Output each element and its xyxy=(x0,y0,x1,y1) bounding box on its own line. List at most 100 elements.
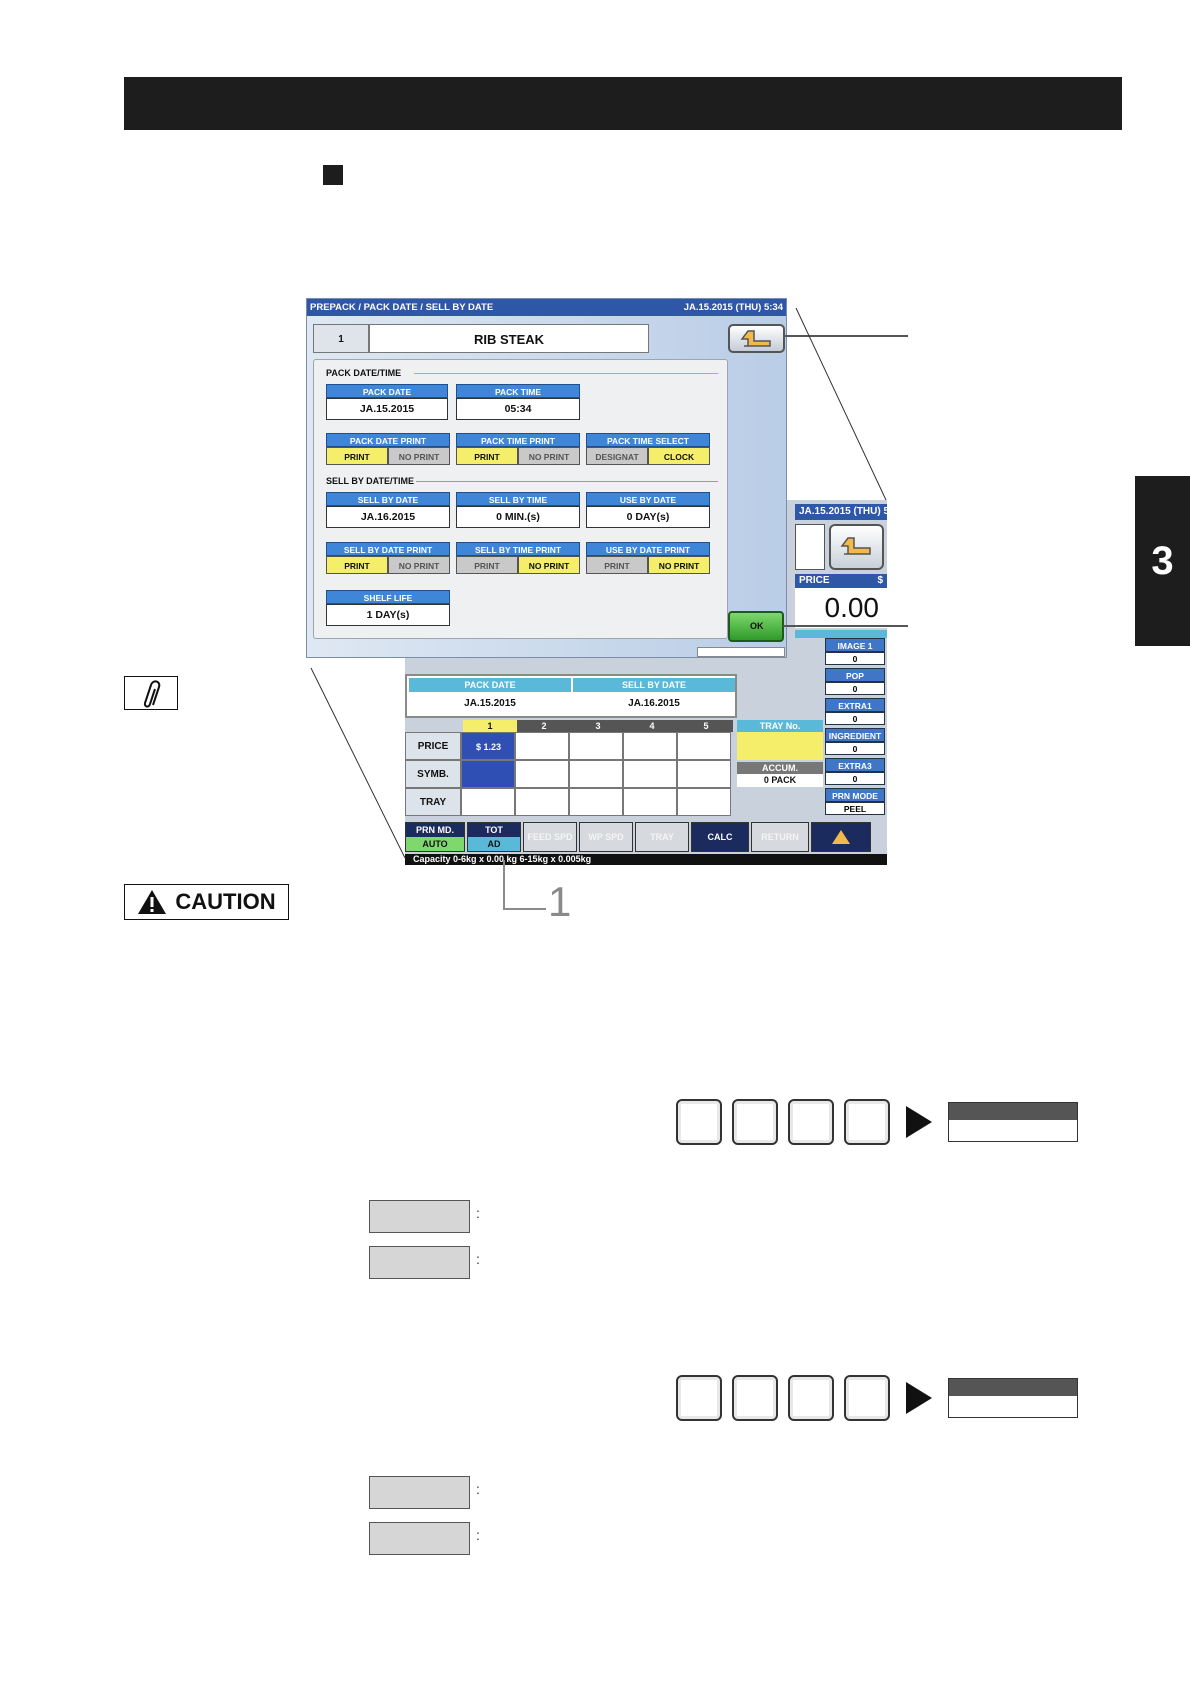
sell-by-date-no-print-option[interactable]: NO PRINT xyxy=(388,556,450,574)
key xyxy=(732,1375,778,1421)
main-pack-date-label: PACK DATE xyxy=(409,678,571,692)
key xyxy=(732,1099,778,1145)
grid-cell[interactable] xyxy=(677,788,731,816)
tray-button[interactable]: TRAY xyxy=(635,822,689,852)
side-button-image1[interactable]: IMAGE 1 0 xyxy=(825,638,885,665)
sell-by-time-print-option[interactable]: PRINT xyxy=(456,556,518,574)
sell-by-date-field[interactable]: SELL BY DATE JA.16.2015 xyxy=(326,492,450,528)
prn-md-button[interactable]: PRN MD. AUTO xyxy=(405,822,465,852)
designat-option[interactable]: DESIGNAT xyxy=(586,447,648,465)
calc-button[interactable]: CALC xyxy=(691,822,749,852)
main-sell-by-date-value[interactable]: JA.16.2015 xyxy=(573,692,735,716)
header-bar xyxy=(124,77,1122,130)
grid-cell[interactable] xyxy=(623,788,677,816)
pack-date-field[interactable]: PACK DATE JA.15.2015 xyxy=(326,384,448,420)
pack-time-print-option[interactable]: PRINT xyxy=(456,447,518,465)
grid-cell[interactable] xyxy=(569,788,623,816)
pack-time-field[interactable]: PACK TIME 05:34 xyxy=(456,384,580,420)
grid-cell[interactable] xyxy=(569,732,623,760)
colon: : xyxy=(476,1251,480,1267)
tot-button[interactable]: TOT AD xyxy=(467,822,521,852)
key-sequence-1 xyxy=(676,1099,1078,1145)
dialog-datetime: JA.15.2015 (THU) 5:34 xyxy=(683,302,783,313)
side-button-pop[interactable]: POP 0 xyxy=(825,668,885,695)
return-button[interactable]: RETURN xyxy=(751,822,809,852)
arrow-right-icon xyxy=(906,1106,932,1138)
section-divider-green xyxy=(416,481,718,482)
grid-cell[interactable] xyxy=(461,788,515,816)
sell-by-time-label: SELL BY TIME xyxy=(456,492,580,506)
option-chip xyxy=(369,1522,470,1555)
side-button-ingredient[interactable]: INGREDIENT 0 xyxy=(825,728,885,755)
use-by-date-label: USE BY DATE xyxy=(586,492,710,506)
pack-date-print-option[interactable]: PRINT xyxy=(326,447,388,465)
grid-column-header: 1 xyxy=(463,720,517,732)
grid-cell[interactable] xyxy=(515,760,569,788)
square-bullet-icon xyxy=(323,165,343,185)
main-price-label: PRICE xyxy=(799,575,830,586)
grid-cell[interactable] xyxy=(515,732,569,760)
grid-cell[interactable] xyxy=(677,732,731,760)
sell-by-time-print-toggle: SELL BY TIME PRINT PRINT NO PRINT xyxy=(456,542,580,574)
side-button-extra3[interactable]: EXTRA3 0 xyxy=(825,758,885,785)
sell-by-time-no-print-option[interactable]: NO PRINT xyxy=(518,556,580,574)
feed-spd-button[interactable]: FEED SPD xyxy=(523,822,577,852)
sell-by-time-field[interactable]: SELL BY TIME 0 MIN.(s) xyxy=(456,492,580,528)
zoom-line-top xyxy=(795,307,887,501)
pack-date-no-print-option[interactable]: NO PRINT xyxy=(388,447,450,465)
main-back-button[interactable] xyxy=(829,524,884,570)
chapter-tab: 3 xyxy=(1135,476,1190,646)
side-button-label: INGREDIENT xyxy=(825,728,885,742)
colon: : xyxy=(476,1481,480,1497)
grid-cell[interactable] xyxy=(623,760,677,788)
side-button-value: 0 xyxy=(825,772,885,785)
result-box xyxy=(948,1378,1078,1418)
use-by-date-field[interactable]: USE BY DATE 0 DAY(s) xyxy=(586,492,710,528)
sell-by-date-print-label: SELL BY DATE PRINT xyxy=(326,542,450,556)
main-pack-date-value[interactable]: JA.15.2015 xyxy=(409,692,571,716)
option-chip xyxy=(369,1246,470,1279)
main-price-header: PRICE $ xyxy=(795,574,887,588)
grid-cell[interactable] xyxy=(515,788,569,816)
tray-no-value[interactable] xyxy=(737,732,823,760)
grid-cell[interactable] xyxy=(461,760,515,788)
sell-by-date-print-option[interactable]: PRINT xyxy=(326,556,388,574)
use-by-date-print-option[interactable]: PRINT xyxy=(586,556,648,574)
section-divider-orange xyxy=(414,373,718,374)
prn-md-value: AUTO xyxy=(406,837,464,851)
use-by-date-value: 0 DAY(s) xyxy=(586,506,710,528)
pack-date-label: PACK DATE xyxy=(326,384,448,398)
caution-box: CAUTION xyxy=(124,884,289,920)
grid-cell[interactable]: $ 1.23 xyxy=(461,732,515,760)
dialog-back-button[interactable] xyxy=(728,324,785,353)
shelf-life-field[interactable]: SHELF LIFE 1 DAY(s) xyxy=(326,590,450,626)
grid-cell[interactable] xyxy=(623,732,677,760)
pack-time-no-print-option[interactable]: NO PRINT xyxy=(518,447,580,465)
up-button[interactable] xyxy=(811,822,871,852)
callout-number-1: 1 xyxy=(548,878,572,925)
dialog-title: PREPACK / PACK DATE / SELL BY DATE xyxy=(307,299,786,316)
tray-no-label: TRAY No. xyxy=(737,720,823,732)
main-price-value: 0.00 xyxy=(795,588,887,628)
item-number: 1 xyxy=(313,324,369,353)
ok-button[interactable]: OK xyxy=(728,611,784,642)
pack-date-dialog: PREPACK / PACK DATE / SELL BY DATE JA.15… xyxy=(306,298,787,658)
wp-spd-button[interactable]: WP SPD xyxy=(579,822,633,852)
pack-time-select-label: PACK TIME SELECT xyxy=(586,433,710,447)
clock-option[interactable]: CLOCK xyxy=(648,447,710,465)
pack-time-value: 05:34 xyxy=(456,398,580,420)
grid-cell[interactable] xyxy=(677,760,731,788)
section-title-pack: PACK DATE/TIME xyxy=(326,368,402,378)
main-datetime: JA.15.2015 (THU) 5:33 xyxy=(795,504,887,520)
side-button-column: IMAGE 1 0 POP 0 EXTRA1 0 INGREDIENT 0 EX… xyxy=(825,638,885,815)
dialog-panel: PACK DATE/TIME PACK DATE JA.15.2015 PACK… xyxy=(313,359,728,639)
tot-label: TOT xyxy=(485,825,503,835)
use-by-date-no-print-option[interactable]: NO PRINT xyxy=(648,556,710,574)
use-by-date-print-toggle: USE BY DATE PRINT PRINT NO PRINT xyxy=(586,542,710,574)
side-button-extra1[interactable]: EXTRA1 0 xyxy=(825,698,885,725)
sell-by-date-print-toggle: SELL BY DATE PRINT PRINT NO PRINT xyxy=(326,542,450,574)
pack-time-select-toggle: PACK TIME SELECT DESIGNAT CLOCK xyxy=(586,433,710,465)
colon: : xyxy=(476,1527,480,1543)
side-button-prn-mode[interactable]: PRN MODE PEEL xyxy=(825,788,885,815)
grid-cell[interactable] xyxy=(569,760,623,788)
